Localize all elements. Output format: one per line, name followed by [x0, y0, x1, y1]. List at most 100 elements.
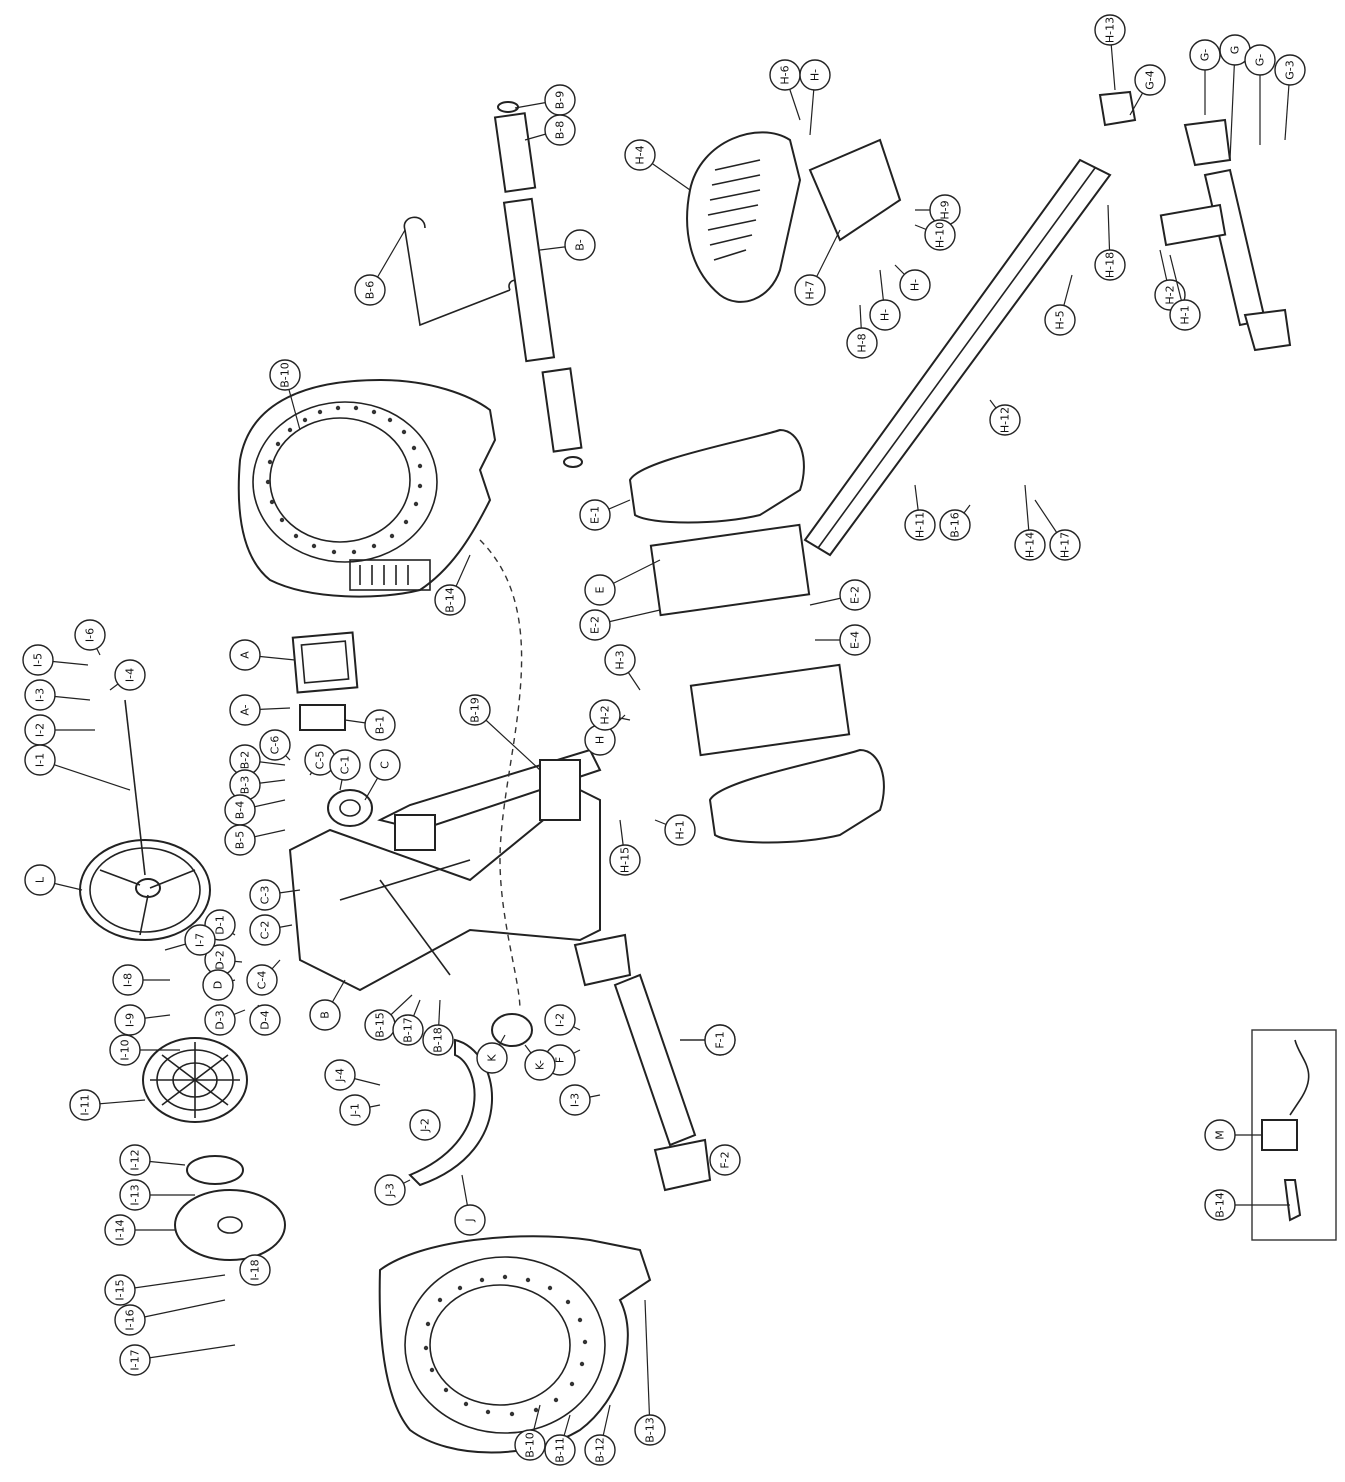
callout-bubble	[114, 1304, 146, 1336]
seat-bracket-drawing	[808, 138, 902, 242]
callout-bubble	[704, 1024, 736, 1056]
callout-label: J-1	[349, 1103, 362, 1118]
callout-bubble	[579, 499, 611, 531]
callout: H-11	[904, 484, 936, 541]
upper-cover-drawing	[237, 378, 497, 598]
callout-label: H-14	[1024, 532, 1037, 558]
callout-label: I-8	[122, 973, 135, 987]
callout-bubble	[1169, 299, 1201, 331]
callout-bubble	[989, 404, 1021, 436]
console-drawing	[291, 631, 359, 731]
callout-label: J-3	[384, 1183, 397, 1198]
callout: I-3	[559, 1084, 601, 1116]
callout: I-3	[24, 679, 91, 711]
callout: I-18	[239, 1254, 271, 1286]
callout: I-16	[114, 1299, 226, 1336]
callout-label: F-2	[719, 1151, 732, 1168]
callout-label: B-8	[554, 121, 567, 140]
callout-bubble	[1044, 304, 1076, 336]
callout: B-1	[344, 709, 396, 741]
rear-stabilizer-drawing	[1098, 90, 1292, 352]
callout: I-6	[74, 619, 106, 656]
callout-label: I-2	[34, 723, 47, 737]
callout-bubble	[339, 1094, 371, 1126]
callout-bubble	[1204, 1119, 1236, 1151]
callout-label: H-9	[939, 200, 952, 219]
callout: G-4	[1129, 64, 1166, 116]
callout-bubble	[609, 844, 641, 876]
callout-label: F	[554, 1057, 567, 1063]
callout-bubble	[454, 1204, 486, 1236]
callout: A-	[229, 694, 291, 726]
callout-bubble	[202, 969, 234, 1001]
callout: B-19	[459, 694, 541, 771]
callout: I-9	[114, 1004, 171, 1036]
callout-label: C-2	[259, 921, 272, 940]
callout: C-1	[329, 749, 361, 791]
callout-label: C-1	[339, 756, 352, 775]
callout-label: D-1	[214, 915, 227, 934]
callout-bubble	[114, 659, 146, 691]
callout: B-5	[224, 824, 286, 856]
vent-holes-lower	[423, 1274, 588, 1417]
callout-bubble	[846, 327, 878, 359]
callout-bubble	[1049, 529, 1081, 561]
callout-bubble	[1094, 249, 1126, 281]
callout-bubble	[309, 999, 341, 1031]
callout-label: M	[1214, 1130, 1227, 1140]
callout-label: B-3	[239, 776, 252, 795]
callout: E	[584, 559, 661, 606]
callout: J-1	[339, 1094, 381, 1126]
callout-label: I-10	[119, 1039, 132, 1060]
callout: B-10	[514, 1404, 546, 1461]
callout-label: H-7	[804, 280, 817, 299]
callout-label: D-3	[214, 1010, 227, 1029]
callout-label: D-2	[214, 950, 227, 969]
callout-label: B-13	[644, 1417, 657, 1443]
callout-bubble	[664, 814, 696, 846]
callout: E-2	[809, 579, 871, 611]
callout-label: I-9	[124, 1013, 137, 1027]
callout-bubble	[246, 964, 278, 996]
callout: C	[364, 749, 401, 801]
callout: B-12	[584, 1404, 616, 1466]
callout: F-2	[709, 1144, 741, 1176]
callout-bubble	[1094, 14, 1126, 46]
callout-label: G-4	[1144, 70, 1157, 90]
callout: H-17	[1034, 499, 1081, 561]
callout-label: H-1	[1179, 305, 1192, 324]
callout: D-3	[204, 1004, 246, 1036]
callout-label: I-1	[34, 753, 47, 767]
callout: H-	[799, 59, 831, 136]
callout-bubble	[544, 1004, 576, 1036]
callout-label: H-1	[674, 820, 687, 839]
callout-bubble	[1244, 44, 1276, 76]
callout-label: K-	[534, 1060, 547, 1070]
callout-label: H-18	[1104, 252, 1117, 278]
callout: D-4	[249, 1004, 281, 1036]
grill-drawing	[142, 1037, 248, 1123]
callout-bubble	[589, 699, 621, 731]
callout: B-17	[392, 999, 424, 1046]
callout: B-6	[354, 229, 406, 306]
callout-label: K	[486, 1054, 499, 1062]
callout: G-	[1189, 39, 1221, 115]
callout-label: H-8	[856, 333, 869, 352]
callout-label: H	[594, 736, 607, 744]
callout-bubble	[249, 879, 281, 911]
callout-label: H-3	[614, 650, 627, 669]
callout-bubble	[1274, 54, 1306, 86]
callout-label: B-15	[374, 1012, 387, 1038]
callout-label: H-	[879, 309, 892, 321]
callout-bubble	[514, 1429, 546, 1461]
callout: C-5	[304, 744, 336, 776]
callout-label: B-	[574, 239, 587, 251]
callout: H-9	[915, 194, 961, 226]
callout-bubble	[476, 1042, 508, 1074]
callout-label: D	[212, 981, 225, 989]
callout-bubble	[422, 1024, 454, 1056]
callout: I-1	[24, 744, 131, 791]
callout: I-10	[109, 1034, 180, 1066]
callout: J-2	[409, 1109, 441, 1141]
callout-label: J	[464, 1218, 477, 1222]
